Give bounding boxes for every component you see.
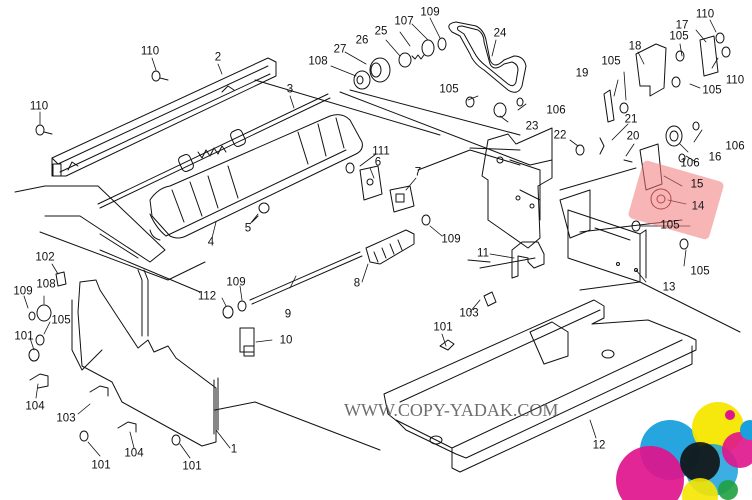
part-24-belt xyxy=(448,21,527,93)
label-20[interactable]: 20 xyxy=(626,130,640,143)
label-109[interactable]: 109 xyxy=(13,285,33,298)
label-104[interactable]: 104 xyxy=(25,400,45,413)
label-110[interactable]: 110 xyxy=(29,100,49,113)
label-12[interactable]: 12 xyxy=(592,439,606,452)
label-14[interactable]: 14 xyxy=(691,200,705,213)
label-103[interactable]: 103 xyxy=(56,412,76,425)
part-5-roller xyxy=(251,202,270,223)
part-3-shaft xyxy=(97,93,331,209)
part-8-guide xyxy=(365,229,415,265)
label-103[interactable]: 103 xyxy=(459,307,479,320)
label-110[interactable]: 110 xyxy=(725,74,745,87)
label-101[interactable]: 101 xyxy=(433,321,453,334)
label-25[interactable]: 25 xyxy=(374,25,388,38)
label-5[interactable]: 5 xyxy=(244,222,252,235)
cmyk-logo xyxy=(616,402,752,500)
label-13[interactable]: 13 xyxy=(662,281,676,294)
label-3[interactable]: 3 xyxy=(286,83,294,96)
label-101[interactable]: 101 xyxy=(91,459,111,472)
label-110[interactable]: 110 xyxy=(140,45,160,58)
label-18[interactable]: 18 xyxy=(628,40,642,53)
label-101[interactable]: 101 xyxy=(14,330,34,343)
label-2[interactable]: 2 xyxy=(214,51,222,64)
part-9-shaft xyxy=(249,251,363,305)
part-4-guide-plate xyxy=(149,114,363,241)
label-21[interactable]: 21 xyxy=(624,113,638,126)
label-106[interactable]: 106 xyxy=(546,104,566,117)
part-1-side-frame xyxy=(71,269,219,447)
label-11[interactable]: 11 xyxy=(477,247,489,260)
label-17[interactable]: 17 xyxy=(675,19,689,32)
screws-and-clips xyxy=(28,32,731,446)
label-1[interactable]: 1 xyxy=(230,443,238,456)
watermark-text: WWW.COPY-YADAK.COM xyxy=(344,400,559,420)
part-drive-frame xyxy=(481,127,591,249)
label-26[interactable]: 26 xyxy=(355,34,369,47)
label-7[interactable]: 7 xyxy=(414,166,422,179)
label-24[interactable]: 24 xyxy=(493,27,507,40)
label-101[interactable]: 101 xyxy=(182,460,202,473)
label-16[interactable]: 16 xyxy=(708,151,722,164)
label-6[interactable]: 6 xyxy=(374,156,382,169)
label-9[interactable]: 9 xyxy=(284,308,292,321)
label-105[interactable]: 105 xyxy=(702,84,722,97)
label-111[interactable]: 111 xyxy=(372,145,390,158)
label-109[interactable]: 109 xyxy=(420,6,440,19)
part-12-base-tray xyxy=(383,299,697,473)
label-4[interactable]: 4 xyxy=(207,236,215,249)
label-109[interactable]: 109 xyxy=(226,276,246,289)
label-105[interactable]: 105 xyxy=(439,83,459,96)
label-105[interactable]: 105 xyxy=(51,314,71,327)
part-2-rail xyxy=(51,57,277,177)
label-10[interactable]: 10 xyxy=(279,334,293,347)
label-112[interactable]: 112 xyxy=(197,290,217,303)
part-10-bracket xyxy=(239,327,255,357)
label-106[interactable]: 106 xyxy=(725,140,745,153)
label-106[interactable]: 106 xyxy=(680,157,700,170)
part-11-bracket xyxy=(511,241,545,279)
label-105[interactable]: 105 xyxy=(660,219,680,232)
label-110[interactable]: 110 xyxy=(695,8,715,21)
label-102[interactable]: 102 xyxy=(35,251,55,264)
part-6-plate xyxy=(359,165,383,201)
label-22[interactable]: 22 xyxy=(553,129,567,142)
label-23[interactable]: 23 xyxy=(525,120,539,133)
label-15[interactable]: 15 xyxy=(690,178,704,191)
label-105[interactable]: 105 xyxy=(669,30,689,43)
label-107[interactable]: 107 xyxy=(394,15,414,28)
label-19[interactable]: 19 xyxy=(575,67,589,80)
label-105[interactable]: 105 xyxy=(601,55,621,68)
label-8[interactable]: 8 xyxy=(353,277,361,290)
part-13-bracket xyxy=(567,209,647,283)
label-109[interactable]: 109 xyxy=(441,233,461,246)
part-7-plate xyxy=(389,185,415,213)
label-108[interactable]: 108 xyxy=(308,55,328,68)
leader-lines xyxy=(23,17,719,459)
label-104[interactable]: 104 xyxy=(124,447,144,460)
label-105[interactable]: 105 xyxy=(690,265,710,278)
label-108[interactable]: 108 xyxy=(36,278,56,291)
label-27[interactable]: 27 xyxy=(333,43,347,56)
